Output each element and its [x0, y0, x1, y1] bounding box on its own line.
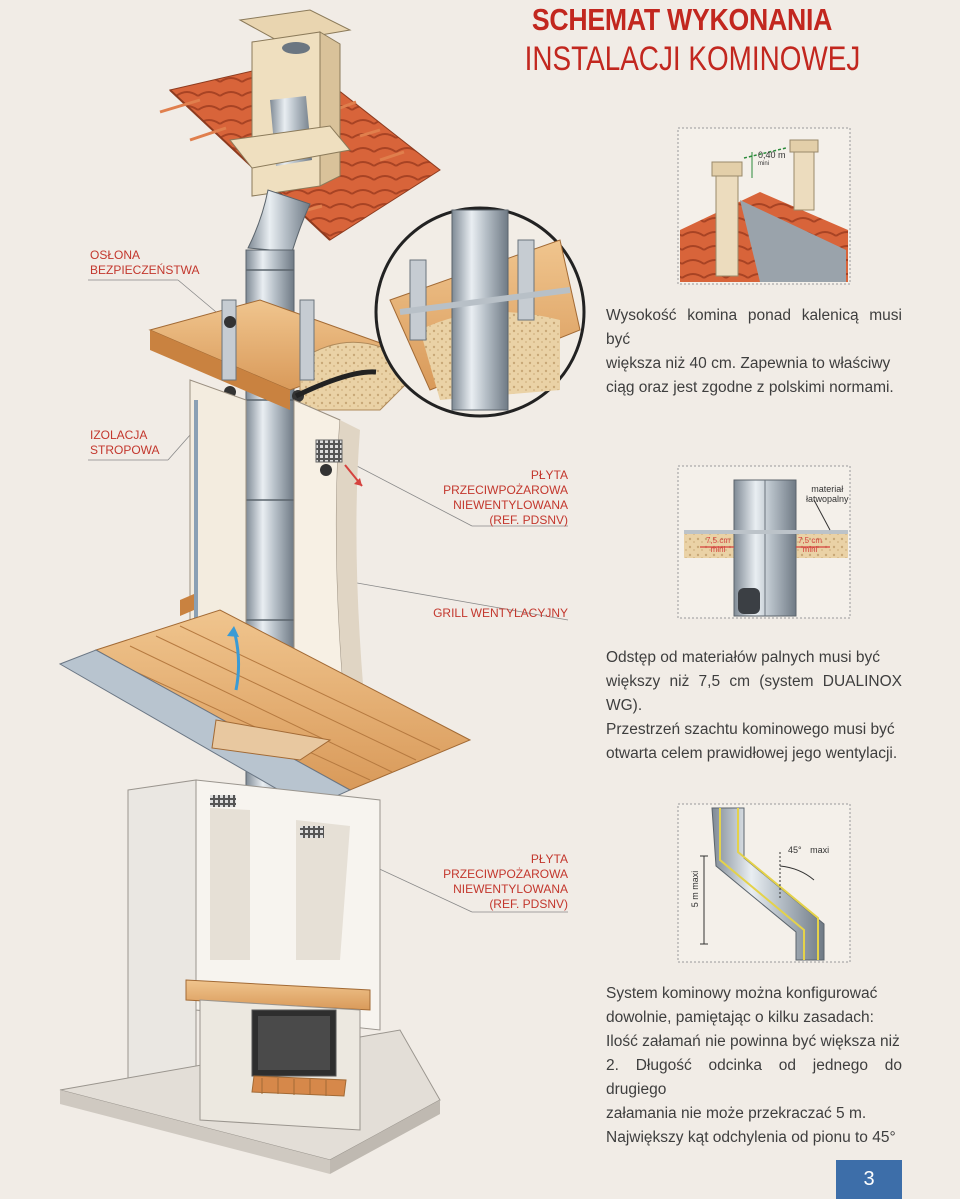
paragraph-line: Ilość załamań nie powinna być większa ni…	[606, 1033, 900, 1050]
paragraph-line: Wysokość komina ponad kalenicą musi być	[606, 307, 902, 348]
label-line: STROPOWA	[90, 443, 160, 457]
inset-gap-right: 7,5 cm mini	[798, 536, 822, 554]
inset-angle-value: 45°	[788, 845, 802, 855]
label-line: NIEWENTYLOWANA	[453, 498, 568, 512]
paragraph-line: dowolnie, pamiętając o kilku zasadach:	[606, 1009, 874, 1026]
label-line: OSŁONA	[90, 248, 141, 262]
label-grill-wentylacyjny: GRILL WENTYLACYJNY	[433, 606, 568, 621]
inset-angle-unit: maxi	[810, 845, 830, 855]
paragraph-line: 2. Długość odcinka od jednego do drugieg…	[606, 1057, 902, 1098]
inset-angle-label: 45° maxi	[788, 845, 829, 855]
paragraph-combustible-distance: Odstęp od materiałów palnych musi być wi…	[606, 646, 902, 766]
paragraph-line: Największy kąt odchylenia od pionu to 45…	[606, 1129, 896, 1146]
inset-gap-right-unit: mini	[802, 545, 818, 554]
label-izolacja-stropowa: IZOLACJA STROPOWA	[90, 428, 160, 458]
paragraph-line: Przestrzeń szachtu kominowego musi być	[606, 721, 895, 738]
label-line: PRZECIWPOŻAROWA	[443, 483, 568, 497]
inset-gap-left-unit: mini	[710, 545, 726, 554]
label-line: IZOLACJA	[90, 428, 148, 442]
inset-gap-left: 7,5 cm mini	[706, 536, 730, 554]
inset-height-unit: mini	[758, 161, 770, 167]
paragraph-line: większy niż 7,5 cm (system DUALINOX WG).	[606, 673, 902, 714]
label-plyta-przeciwpozarowa-2: PŁYTA PRZECIWPOŻAROWA NIEWENTYLOWANA (RE…	[443, 852, 568, 912]
paragraph-line: większa niż 40 cm. Zapewnia to właściwy	[606, 355, 891, 372]
label-line: GRILL WENTYLACYJNY	[433, 606, 568, 620]
label-line: PŁYTA	[530, 468, 568, 482]
inset-material-line: materiał	[811, 484, 844, 494]
inset-height-value: 0,40 m	[758, 150, 786, 160]
page-title-line2: INSTALACJI KOMINOWEJ	[524, 40, 860, 78]
inset-material-label: materiał łatwopalny	[806, 484, 849, 504]
paragraph-system-configuration: System kominowy można konfigurować dowol…	[606, 982, 902, 1150]
label-line: PŁYTA	[530, 852, 568, 866]
inset-gap-left-value: 7,5 cm	[706, 536, 731, 545]
label-plyta-przeciwpozarowa-1: PŁYTA PRZECIWPOŻAROWA NIEWENTYLOWANA (RE…	[443, 468, 568, 528]
inset-gap-right-value: 7,5 cm	[798, 536, 823, 545]
paragraph-line: System kominowy można konfigurować	[606, 985, 878, 1002]
paragraph-line: ciąg oraz jest zgodne z polskimi normami…	[606, 379, 894, 396]
label-line: BEZPIECZEŃSTWA	[90, 263, 200, 277]
page-number: 3	[836, 1160, 902, 1199]
label-line: PRZECIWPOŻAROWA	[443, 867, 568, 881]
paragraph-chimney-height: Wysokość komina ponad kalenicą musi być …	[606, 304, 902, 400]
label-line: (REF. PDSNV)	[489, 897, 568, 911]
paragraph-line: Odstęp od materiałów palnych musi być	[606, 649, 880, 666]
paragraph-line: załamania nie może przekraczać 5 m.	[606, 1105, 867, 1122]
page-title-line1: SCHEMAT WYKONANIA	[531, 2, 832, 37]
inset-length-label: 5 m maxi	[690, 870, 700, 908]
label-line: NIEWENTYLOWANA	[453, 882, 568, 896]
label-line: (REF. PDSNV)	[489, 513, 568, 527]
inset-material-line: łatwopalny	[806, 494, 849, 504]
paragraph-line: otwarta celem prawidłowej jego wentylacj…	[606, 745, 898, 762]
label-oslona-bezpieczenstwa: OSŁONA BEZPIECZEŃSTWA	[90, 248, 200, 278]
inset-height-label: 0,40 m mini	[758, 151, 786, 169]
